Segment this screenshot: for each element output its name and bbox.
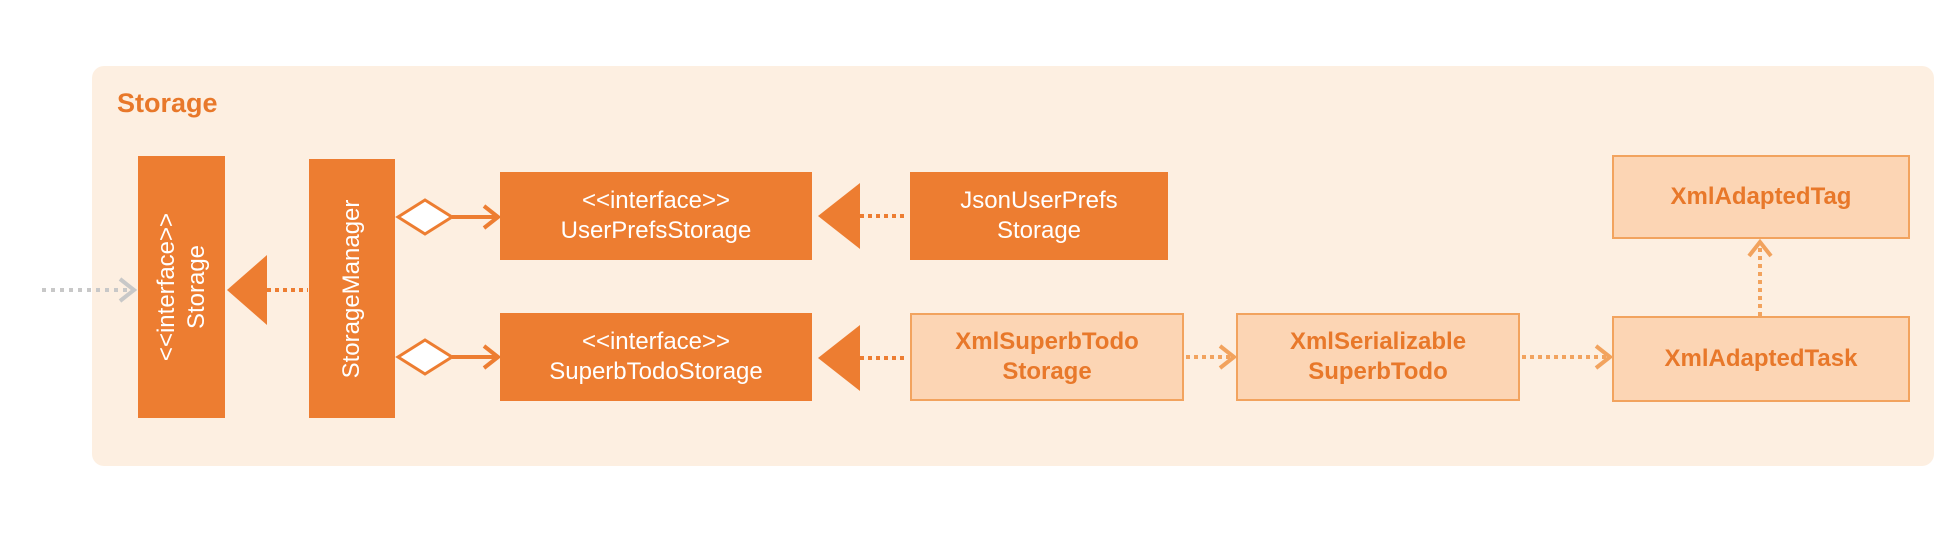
storage-manager-box: StorageManager <box>309 159 395 418</box>
superb-todo-stereotype: <<interface>> <box>581 328 731 355</box>
manager-realizes-storage-head <box>227 255 267 325</box>
storage-to-serializable-head <box>1218 344 1238 370</box>
incoming-dependency-arrowhead <box>118 277 138 303</box>
xml-serializable-line2: SuperbTodo <box>1308 358 1448 385</box>
storage-name: Storage <box>182 244 210 330</box>
xml-superb-todo-storage-box: XmlSuperbTodo Storage <box>910 313 1184 401</box>
xml-adapted-task-box: XmlAdaptedTask <box>1612 316 1910 402</box>
user-prefs-stereotype: <<interface>> <box>581 187 731 214</box>
user-prefs-name: UserPrefsStorage <box>560 217 752 244</box>
storage-interface-box: <<interface>> Storage <box>138 156 225 418</box>
storage-manager-name: StorageManager <box>338 199 365 378</box>
panel-title: Storage <box>117 88 218 118</box>
xml-superb-todo-line2: Storage <box>1002 358 1092 385</box>
task-to-tag-head <box>1747 238 1773 258</box>
json-user-prefs-line1: JsonUserPrefs <box>960 187 1118 214</box>
superb-todo-name: SuperbTodoStorage <box>549 358 763 385</box>
json-realizes-head <box>818 183 860 249</box>
aggregation-diamond-userprefs <box>395 198 455 236</box>
xml-adapted-tag-name: XmlAdaptedTag <box>1670 183 1852 210</box>
aggregation-diamond-superbtodo <box>395 338 455 376</box>
aggregation-arrowhead-superbtodo <box>482 344 502 370</box>
xml-adapted-tag-box: XmlAdaptedTag <box>1612 155 1910 239</box>
json-user-prefs-storage-box: JsonUserPrefs Storage <box>910 172 1168 260</box>
json-user-prefs-line2: Storage <box>996 217 1082 244</box>
aggregation-arrowhead-userprefs <box>482 204 502 230</box>
xml-storage-realizes-head <box>818 325 860 391</box>
storage-stereotype: <<interface>> <box>152 212 180 362</box>
xml-adapted-task-name: XmlAdaptedTask <box>1664 345 1858 372</box>
xml-superb-todo-line1: XmlSuperbTodo <box>955 328 1139 355</box>
user-prefs-storage-box: <<interface>> UserPrefsStorage <box>500 172 812 260</box>
xml-serializable-line1: XmlSerializable <box>1289 328 1467 355</box>
serializable-to-task-head <box>1594 344 1614 370</box>
xml-serializable-superb-todo-box: XmlSerializable SuperbTodo <box>1236 313 1520 401</box>
superb-todo-storage-box: <<interface>> SuperbTodoStorage <box>500 313 812 401</box>
